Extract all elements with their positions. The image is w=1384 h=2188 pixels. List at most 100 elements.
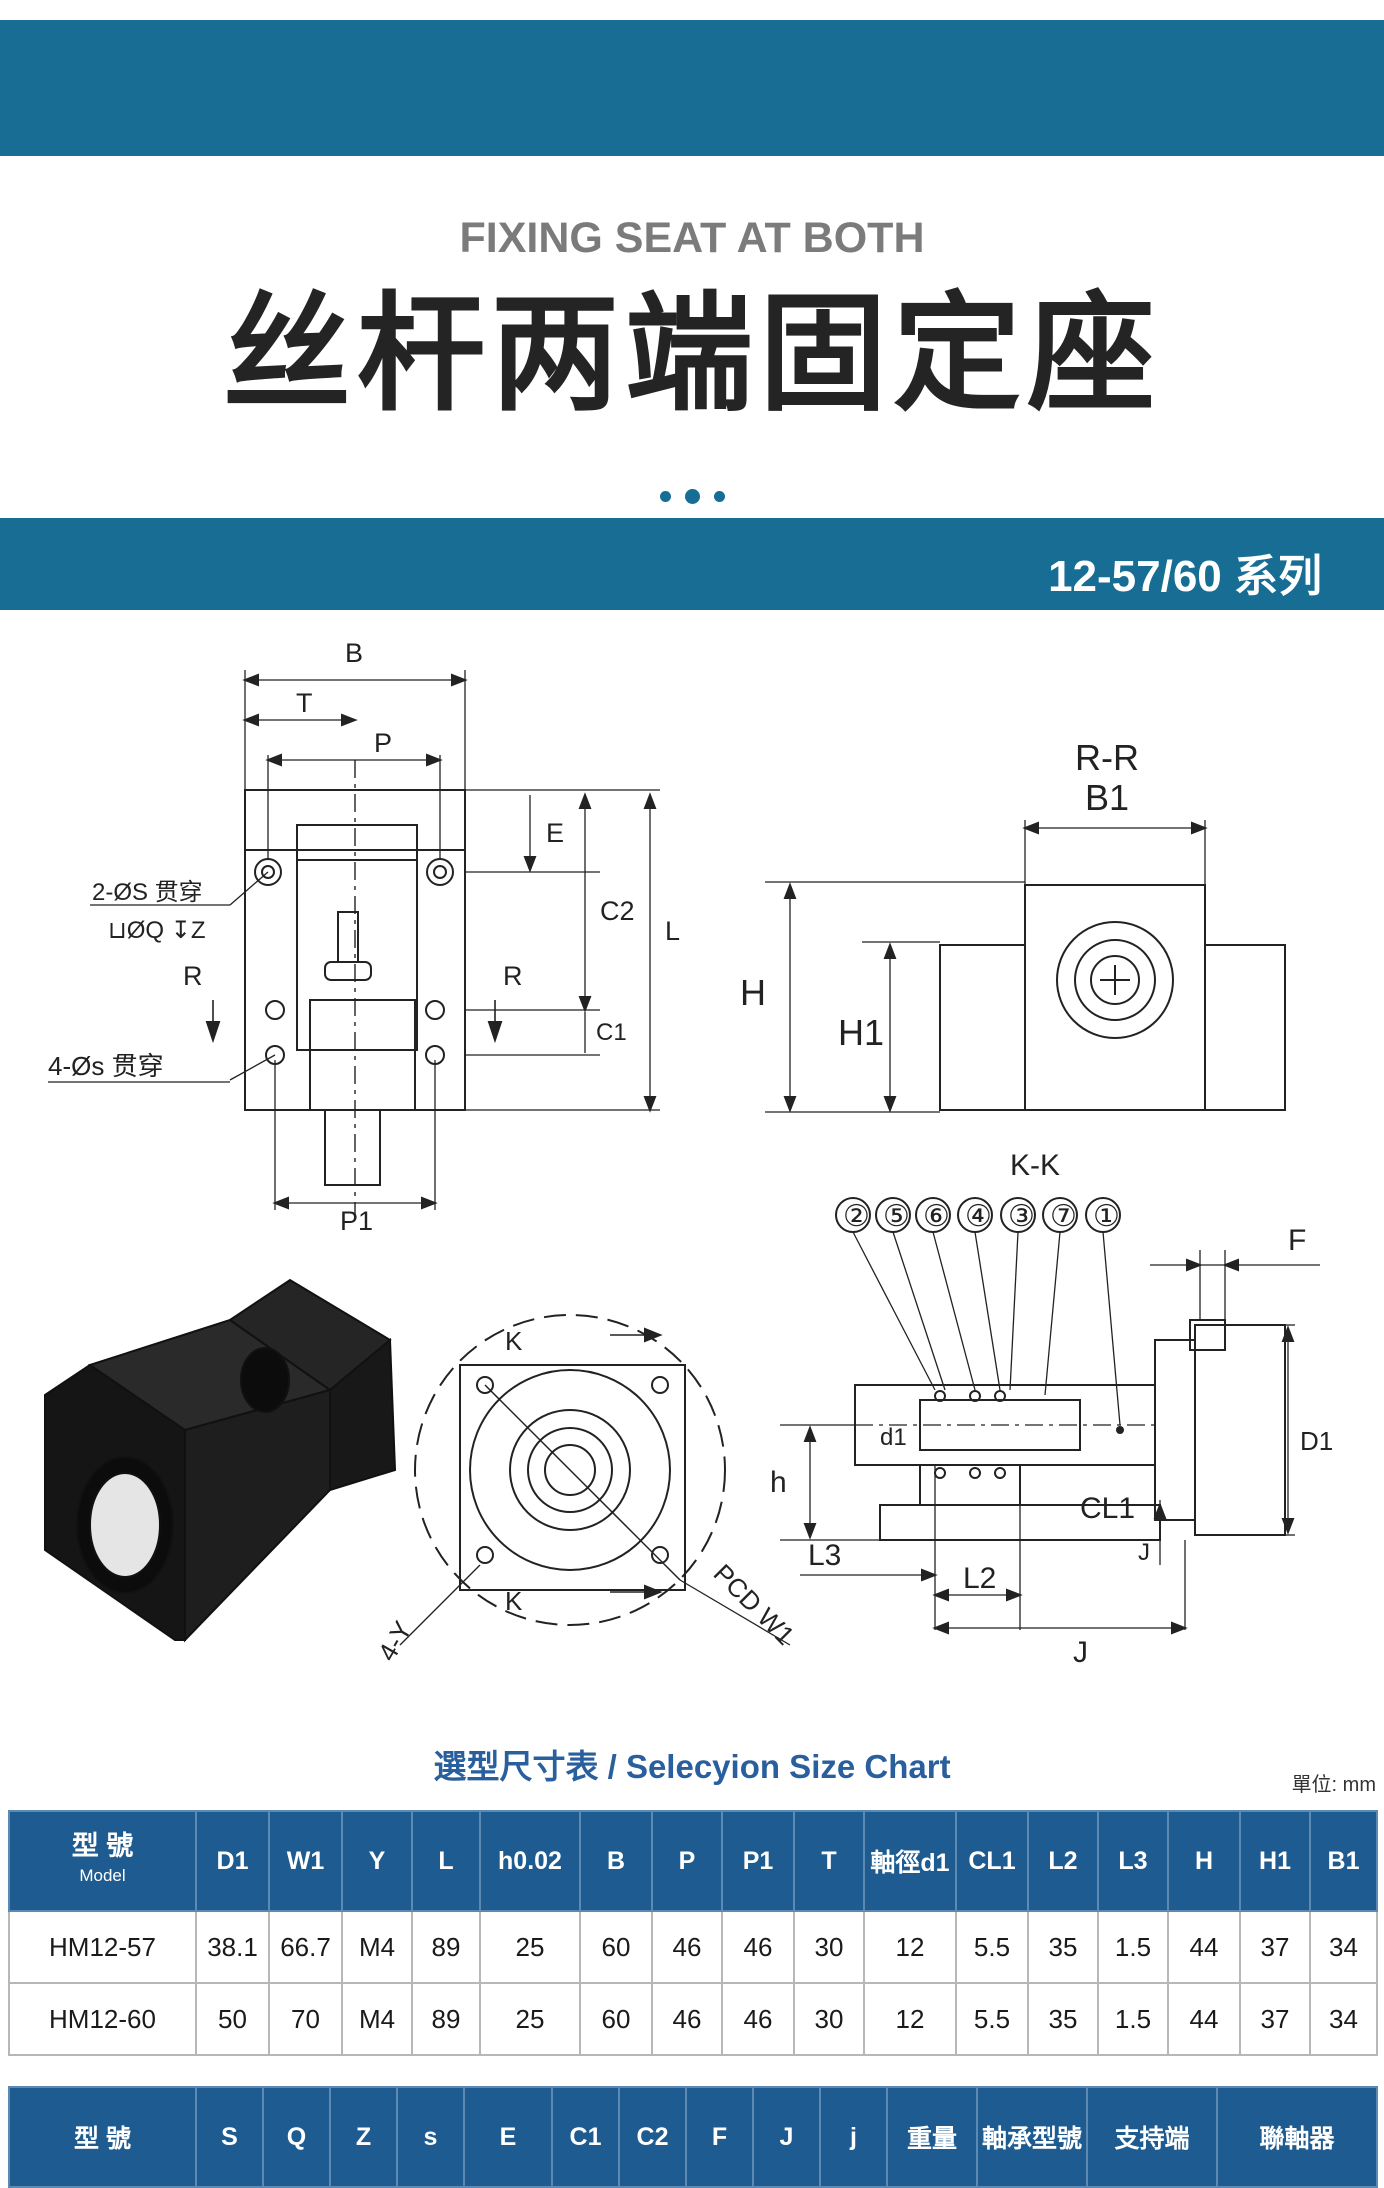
label-f: F	[1288, 1224, 1306, 1257]
column-header: F	[685, 2086, 754, 2188]
table-cell: 46	[651, 1910, 723, 1984]
table-cell: 5.5	[955, 1982, 1029, 2056]
table-cell: 1.5	[1097, 1910, 1169, 1984]
table-cell: 60	[579, 1982, 653, 2056]
column-header: P	[651, 1810, 723, 1912]
section-kk: K-K ② ⑤ ⑥ ④ ③ ⑦ ① F D1 d1 h CL1 L3 L2 J …	[770, 1149, 1333, 1669]
column-header: L3	[1097, 1810, 1169, 1912]
balloon-4: ④	[965, 1200, 992, 1233]
label-rr: R-R	[1075, 737, 1139, 778]
header-model-en: Model	[79, 1866, 126, 1885]
label-h: H	[740, 972, 766, 1013]
table-cell: 46	[721, 1982, 795, 2056]
label-l3: L3	[808, 1539, 841, 1572]
table-cell: 25	[479, 1910, 581, 1984]
series-label: 12-57/60 系列	[1048, 552, 1322, 601]
label-k-top: K	[505, 1326, 523, 1356]
column-header: P1	[721, 1810, 795, 1912]
chart-title: 選型尺寸表 / Selecyion Size Chart	[433, 1748, 951, 1785]
technical-drawing: B T P E C2 L 2-ØS 贯穿 ⊔ØQ ↧Z R R 4-Øs 贯穿 …	[44, 638, 1333, 1669]
table-cell: 34	[1309, 1982, 1378, 2056]
balloon-2: ②	[843, 1200, 870, 1233]
column-header: Q	[262, 2086, 331, 2188]
column-header: B1	[1309, 1810, 1378, 1912]
header-model-cn: 型 號	[71, 1831, 134, 1861]
balloon-6: ⑥	[923, 1200, 950, 1233]
table-cell: 30	[793, 1982, 865, 2056]
label-l2: L2	[963, 1562, 996, 1595]
column-header: S	[195, 2086, 264, 2188]
table-cell: 38.1	[195, 1910, 270, 1984]
header-model: 型 號 Model	[8, 1810, 197, 1912]
dot-icon	[659, 490, 671, 502]
column-header: Z	[329, 2086, 398, 2188]
column-header: 軸徑d1	[863, 1810, 957, 1912]
column-header: L	[411, 1810, 481, 1912]
table-cell: 46	[651, 1982, 723, 2056]
isometric-view	[44, 1278, 397, 1643]
column-header: 支持端	[1086, 2086, 1218, 2188]
table-cell: 35	[1027, 1982, 1099, 2056]
column-header: D1	[195, 1810, 270, 1912]
column-header: H1	[1239, 1810, 1311, 1912]
table-cell: 12	[863, 1910, 957, 1984]
column-header: W1	[268, 1810, 343, 1912]
table-cell: 35	[1027, 1910, 1099, 1984]
label-cl1: CL1	[1080, 1492, 1135, 1525]
table-cell: 44	[1167, 1982, 1241, 2056]
balloon-1: ①	[1093, 1200, 1120, 1233]
label-l: L	[665, 916, 680, 946]
model-cell: HM12-60	[8, 1982, 197, 2056]
column-header: T	[793, 1810, 865, 1912]
column-header: B	[579, 1810, 653, 1912]
unit-label: 單位: mm	[1291, 1774, 1376, 1796]
label-2-s-through: 2-ØS 贯穿	[92, 879, 203, 906]
label-k-bottom: K	[505, 1586, 523, 1616]
table-cell: 37	[1239, 1982, 1311, 2056]
table-cell: 60	[579, 1910, 653, 1984]
column-header: 型 號	[8, 2086, 197, 2188]
table-cell: 50	[195, 1982, 270, 2056]
label-r-right: R	[503, 961, 523, 991]
label-j: J	[1073, 1636, 1088, 1669]
label-r-left: R	[183, 961, 203, 991]
column-header: 重量	[886, 2086, 978, 2188]
column-header: J	[752, 2086, 821, 2188]
label-e: E	[546, 818, 564, 848]
label-p1: P1	[340, 1206, 373, 1236]
column-header: 聯軸器	[1216, 2086, 1378, 2188]
label-4-y: 4-Y	[372, 1616, 418, 1666]
table-cell: 25	[479, 1982, 581, 2056]
table-cell: 46	[721, 1910, 795, 1984]
label-b1: B1	[1085, 777, 1129, 818]
top-banner	[0, 20, 1384, 156]
column-header: L2	[1027, 1810, 1099, 1912]
label-c2: C2	[600, 896, 635, 926]
label-d1-lower: d1	[880, 1424, 907, 1451]
section-rr: R-R B1 H H1	[740, 737, 1286, 1113]
column-header: C2	[618, 2086, 687, 2188]
table-cell: 1.5	[1097, 1982, 1169, 2056]
label-h1: H1	[838, 1012, 884, 1053]
column-header: C1	[551, 2086, 620, 2188]
label-h-small: h	[770, 1466, 787, 1499]
dot-icon	[684, 488, 700, 504]
table-cell: 37	[1239, 1910, 1311, 1984]
column-header: h0.02	[479, 1810, 581, 1912]
table-cell: 12	[863, 1982, 957, 2056]
series-banner: 12-57/60 系列	[0, 518, 1384, 610]
balloon-5: ⑤	[883, 1200, 910, 1233]
table-cell: 34	[1309, 1910, 1378, 1984]
top-view: B T P E C2 L 2-ØS 贯穿 ⊔ØQ ↧Z R R 4-Øs 贯穿 …	[48, 638, 680, 1236]
label-kk: K-K	[1010, 1149, 1060, 1182]
subtitle-english: FIXING SEAT AT BOTH	[459, 214, 925, 262]
label-counterbore: ⊔ØQ ↧Z	[108, 917, 206, 944]
table-cell: M4	[341, 1910, 413, 1984]
decorative-dots	[0, 486, 1384, 506]
label-j-small: J	[1138, 1539, 1150, 1566]
